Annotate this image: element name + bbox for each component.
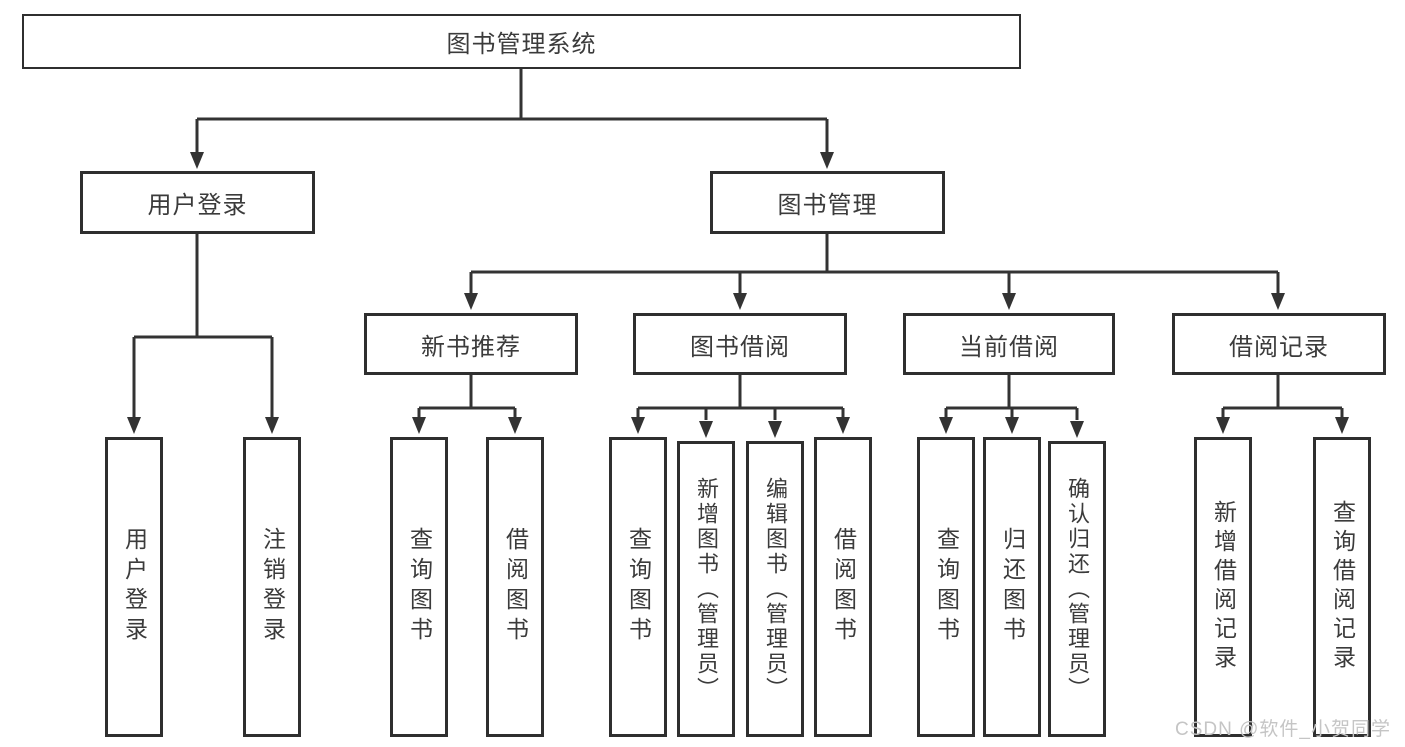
leaf-logout: 注销登录 bbox=[243, 437, 301, 737]
leaf-return-book: 归还图书 bbox=[983, 437, 1041, 737]
node-book-borrowing-label: 图书借阅 bbox=[690, 333, 790, 361]
leaf-edit-book-admin-label: 编辑图书（管理员） bbox=[763, 476, 788, 702]
leaf-query-books-recommend-label: 查询图书 bbox=[406, 527, 433, 647]
node-book-management-label: 图书管理 bbox=[777, 192, 878, 219]
leaf-add-borrow-record: 新增借阅记录 bbox=[1194, 437, 1252, 737]
node-current-borrowing-label: 当前借阅 bbox=[959, 333, 1059, 361]
leaf-confirm-return-admin-label: 确认归还（管理员） bbox=[1065, 476, 1090, 702]
leaf-query-borrow-record: 查询借阅记录 bbox=[1313, 437, 1371, 737]
node-root: 图书管理系统 bbox=[22, 14, 1021, 69]
leaf-logout-label: 注销登录 bbox=[259, 527, 286, 647]
node-new-book-recommendation: 新书推荐 bbox=[364, 313, 578, 375]
leaf-borrow-books-borrowing: 借阅图书 bbox=[814, 437, 872, 737]
node-borrowing-records-label: 借阅记录 bbox=[1229, 333, 1329, 361]
leaf-query-books-current: 查询图书 bbox=[917, 437, 975, 737]
leaf-query-books-borrowing-label: 查询图书 bbox=[625, 527, 652, 647]
node-user-login-label: 用户登录 bbox=[147, 192, 248, 219]
node-user-login: 用户登录 bbox=[80, 171, 315, 234]
arrowhead-icons bbox=[127, 152, 1349, 438]
leaf-borrow-books-recommend: 借阅图书 bbox=[486, 437, 544, 737]
leaf-user-login-label: 用户登录 bbox=[121, 527, 148, 647]
node-current-borrowing: 当前借阅 bbox=[903, 313, 1115, 375]
leaf-return-book-label: 归还图书 bbox=[999, 527, 1026, 647]
node-book-borrowing: 图书借阅 bbox=[633, 313, 847, 375]
leaf-add-book-admin-label: 新增图书（管理员） bbox=[694, 476, 719, 702]
csdn-watermark: CSDN @软件_小贺同学 bbox=[1175, 719, 1391, 740]
leaf-edit-book-admin: 编辑图书（管理员） bbox=[746, 441, 804, 737]
leaf-query-books-current-label: 查询图书 bbox=[933, 527, 960, 647]
leaf-add-book-admin: 新增图书（管理员） bbox=[677, 441, 735, 737]
node-book-management: 图书管理 bbox=[710, 171, 945, 234]
leaf-query-borrow-record-label: 查询借阅记录 bbox=[1329, 500, 1356, 674]
node-borrowing-records: 借阅记录 bbox=[1172, 313, 1386, 375]
leaf-borrow-books-borrowing-label: 借阅图书 bbox=[830, 527, 857, 647]
leaf-query-books-borrowing: 查询图书 bbox=[609, 437, 667, 737]
leaf-borrow-books-recommend-label: 借阅图书 bbox=[502, 527, 529, 647]
leaf-add-borrow-record-label: 新增借阅记录 bbox=[1210, 500, 1237, 674]
leaf-user-login: 用户登录 bbox=[105, 437, 163, 737]
node-root-label: 图书管理系统 bbox=[446, 31, 597, 58]
node-new-book-recommendation-label: 新书推荐 bbox=[421, 333, 521, 361]
leaf-confirm-return-admin: 确认归还（管理员） bbox=[1048, 441, 1106, 737]
leaf-query-books-recommend: 查询图书 bbox=[390, 437, 448, 737]
